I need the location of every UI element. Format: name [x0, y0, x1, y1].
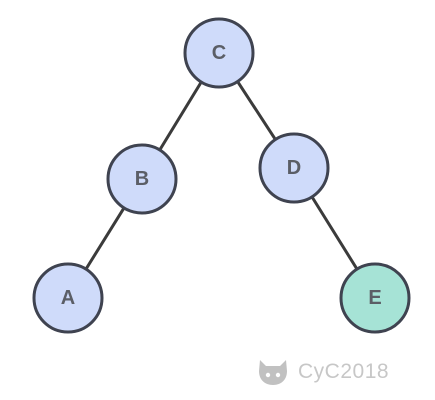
watermark-text: CyC2018	[298, 360, 390, 383]
node-circle-a	[32, 262, 104, 334]
node-circle-b	[106, 143, 178, 215]
node-label-e: E	[368, 287, 381, 309]
node-c: C	[183, 17, 255, 89]
nodes-layer: C B D A E	[32, 17, 411, 334]
node-circle-c	[183, 17, 255, 89]
node-label-c: C	[212, 42, 226, 64]
node-circle-d	[258, 132, 330, 204]
github-octocat-icon	[259, 360, 287, 385]
node-d: D	[258, 132, 330, 204]
node-e: E	[339, 262, 411, 334]
node-b: B	[106, 143, 178, 215]
watermark: CyC2018	[256, 357, 389, 387]
node-label-b: B	[135, 168, 149, 190]
node-label-a: A	[61, 287, 75, 309]
node-a: A	[32, 262, 104, 334]
node-label-d: D	[287, 157, 301, 179]
node-circle-e	[339, 262, 411, 334]
